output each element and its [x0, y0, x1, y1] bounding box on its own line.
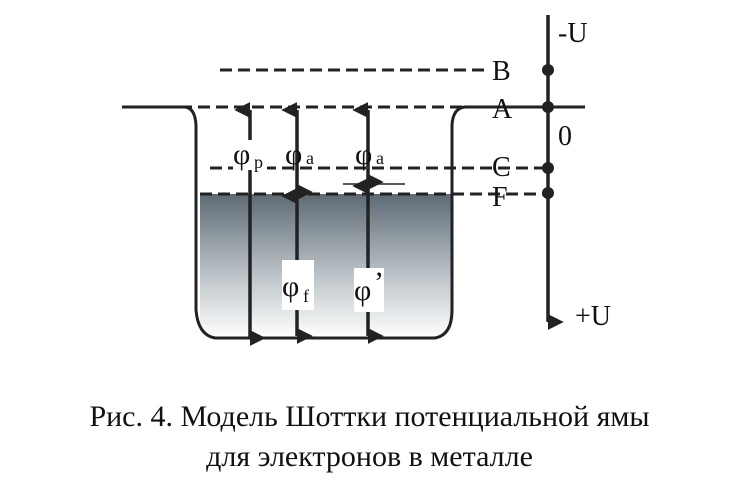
caption-line-2: для электронов в металле — [206, 440, 533, 473]
phi-prime-mark: ’ — [374, 266, 384, 299]
caption-line-1: Рис. 4. Модель Шоттки потенциальной ямы — [89, 400, 650, 433]
level-F-label: F — [492, 182, 508, 213]
level-A-label: A — [492, 94, 513, 125]
axis-plus-u: +U — [575, 301, 611, 332]
phi-a-symbol: φ — [285, 138, 302, 171]
phi-prime-symbol: φ — [354, 274, 371, 307]
phi-a2-symbol: φ — [355, 138, 372, 171]
phi-p-sub: p — [254, 152, 263, 172]
well-outline — [122, 105, 585, 340]
phi-f-sub: f — [303, 286, 309, 306]
phi-p-symbol: φ — [233, 138, 250, 171]
phi-a2-sub: a — [376, 148, 384, 168]
axis-zero: 0 — [558, 121, 572, 152]
axis-minus-u: -U — [558, 18, 588, 49]
level-B-label: B — [492, 56, 511, 87]
phi-a-sub: a — [306, 148, 314, 168]
electron-fill — [200, 194, 452, 336]
phi-f-symbol: φ — [282, 270, 299, 303]
level-C-label: C — [492, 152, 511, 183]
